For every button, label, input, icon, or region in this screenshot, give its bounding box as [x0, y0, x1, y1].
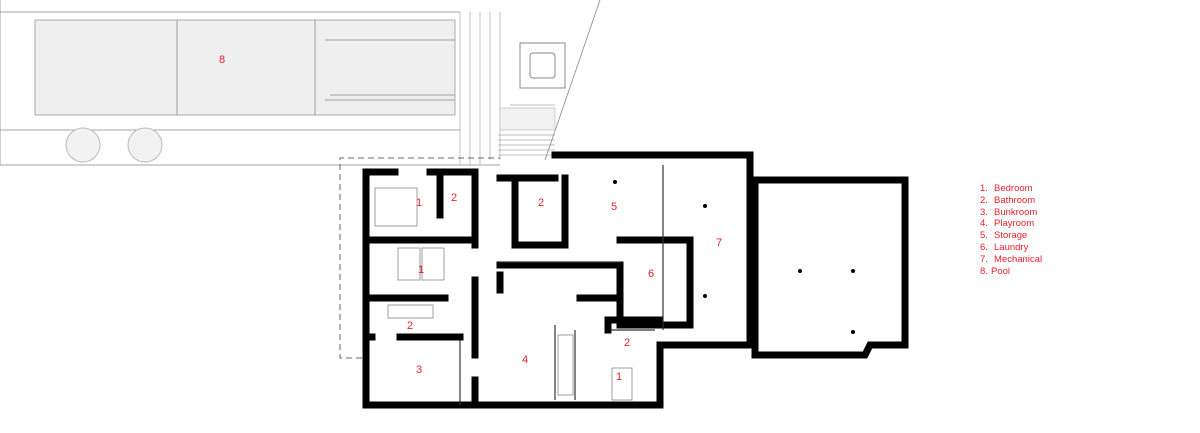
legend-item: 2. Bathroom	[980, 195, 1042, 207]
room-labels: 1 2 2 5 7 1 6 2 4 2 3 1 8	[219, 54, 722, 383]
legend-item: 4. Playroom	[980, 218, 1042, 230]
walls	[362, 151, 909, 409]
legend-label: Pool	[991, 265, 1011, 277]
room-label-playroom: 4	[522, 354, 528, 366]
legend-number: 3.	[980, 206, 988, 218]
room-label-bathroom: 2	[624, 337, 630, 349]
room-label-bedroom: 1	[418, 264, 424, 276]
room-label-bedroom: 1	[616, 371, 622, 383]
legend-label: Bunkroom	[994, 206, 1038, 218]
pool	[34, 19, 456, 116]
legend-item: 7. Mechanical	[980, 254, 1042, 266]
room-label-laundry: 6	[648, 268, 654, 280]
legend-label: Mechanical	[994, 253, 1043, 265]
room-label-bedroom: 1	[416, 197, 422, 209]
interior-partitions	[459, 165, 664, 405]
legend-label: Bedroom	[994, 183, 1033, 194]
legend-number: 5.	[980, 230, 988, 242]
room-label-mechanical: 7	[716, 237, 722, 249]
legend-item: 6. Laundry	[980, 242, 1042, 254]
terrace-outline	[339, 157, 500, 359]
legend-label: Bathroom	[994, 194, 1036, 206]
legend-label: Playroom	[994, 218, 1035, 230]
furniture	[374, 187, 633, 401]
tree-icon	[65, 127, 101, 163]
legend-number: 8.	[980, 265, 988, 277]
pool-terrace	[0, 0, 601, 166]
columns	[613, 180, 855, 334]
room-label-pool: 8	[219, 54, 225, 66]
legend-number: 4.	[980, 218, 988, 230]
legend-number: 2.	[980, 194, 988, 206]
legend-label: Laundry	[994, 241, 1029, 253]
legend-label: Storage	[994, 230, 1028, 242]
legend-number: 7.	[980, 253, 988, 265]
room-label-bathroom: 2	[407, 320, 413, 332]
legend-item: 8.Pool	[980, 266, 1042, 278]
legend-item: 3. Bunkroom	[980, 207, 1042, 219]
room-label-bunkroom: 3	[416, 364, 422, 376]
room-label-bathroom: 2	[451, 192, 457, 204]
legend-number: 1.	[980, 183, 988, 194]
tree-icon	[127, 127, 163, 163]
room-legend: 1. Bedroom 2. Bathroom 3. Bunkroom 4. Playro…	[980, 183, 1042, 277]
planter	[519, 42, 566, 89]
room-label-bathroom: 2	[538, 197, 544, 209]
room-label-storage: 5	[611, 201, 617, 213]
legend-item: 5. Storage	[980, 230, 1042, 242]
legend-item: 1. Bedroom	[980, 183, 1042, 195]
legend-number: 6.	[980, 241, 988, 253]
